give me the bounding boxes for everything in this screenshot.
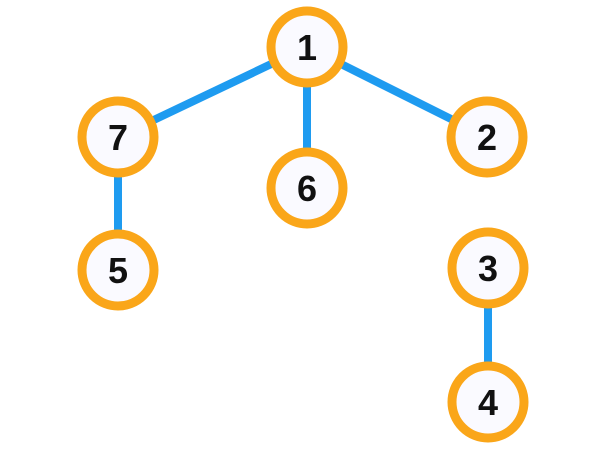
node-label-2: 2 bbox=[477, 117, 497, 158]
node-label-6: 6 bbox=[297, 168, 317, 209]
node-circle-3[interactable] bbox=[447, 227, 529, 309]
node-circle-1[interactable] bbox=[266, 6, 348, 88]
node-label-1: 1 bbox=[297, 27, 317, 68]
node-label-4: 4 bbox=[478, 382, 498, 423]
graph-node-7[interactable]: 7 bbox=[77, 96, 159, 178]
node-circle-4[interactable] bbox=[447, 361, 529, 443]
node-circle-2[interactable] bbox=[446, 96, 528, 178]
node-label-5: 5 bbox=[108, 250, 128, 291]
node-label-3: 3 bbox=[478, 248, 498, 289]
graph-node-5[interactable]: 5 bbox=[77, 229, 159, 311]
node-label-7: 7 bbox=[108, 117, 128, 158]
graph-node-4[interactable]: 4 bbox=[447, 361, 529, 443]
node-circle-7[interactable] bbox=[77, 96, 159, 178]
node-circle-6[interactable] bbox=[266, 147, 348, 229]
graph-node-2[interactable]: 2 bbox=[446, 96, 528, 178]
graph-node-3[interactable]: 3 bbox=[447, 227, 529, 309]
node-circle-5[interactable] bbox=[77, 229, 159, 311]
graph-node-6[interactable]: 6 bbox=[266, 147, 348, 229]
graph-node-1[interactable]: 1 bbox=[266, 6, 348, 88]
